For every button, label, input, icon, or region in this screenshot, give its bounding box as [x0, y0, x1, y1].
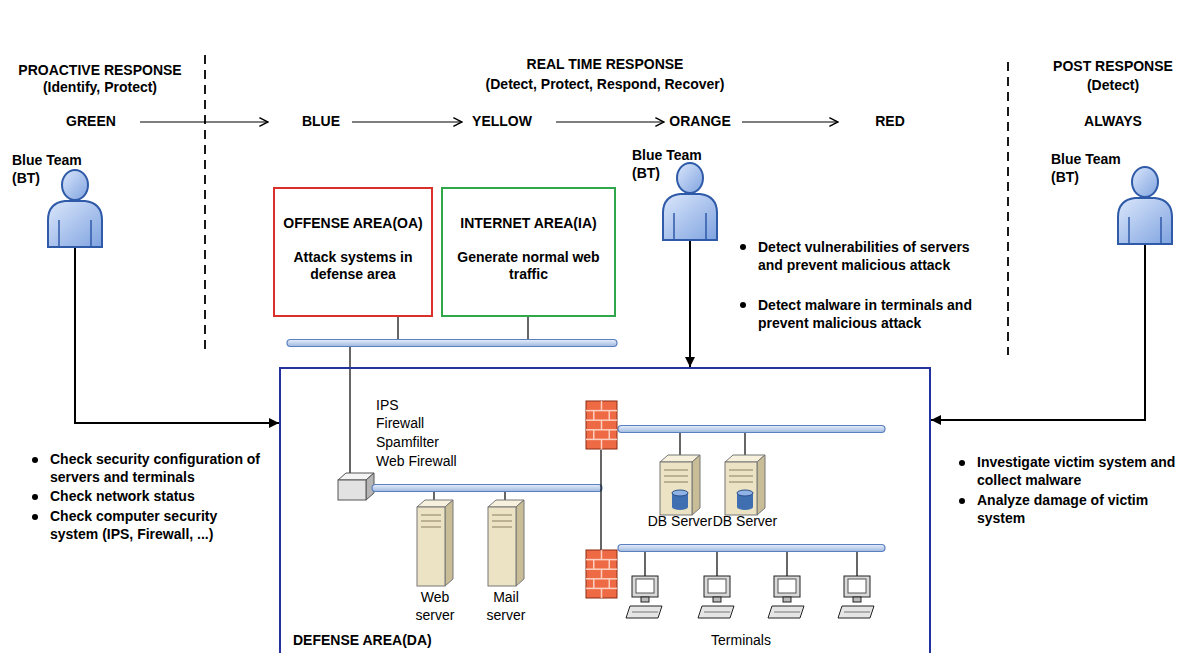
wire — [397, 317, 398, 340]
phase-divider — [1007, 62, 1009, 355]
component-label: Web server — [407, 589, 463, 624]
team-label: Blue Team (BT) — [632, 147, 712, 182]
component-label: Terminals — [711, 632, 771, 650]
bullet-item: Check computer security system (IPS, Fir… — [50, 508, 250, 543]
arrow-connector — [931, 245, 1145, 420]
level-arrow — [742, 121, 838, 122]
phase-heading: REAL TIME RESPONSE — [527, 56, 684, 74]
arrow-connector — [75, 248, 279, 423]
db-server-icon — [725, 455, 765, 515]
component-label: Web Firewall — [376, 453, 457, 471]
team-member: Blue Team (BT) — [1049, 149, 1181, 245]
alert-level: YELLOW — [472, 113, 532, 131]
bullet-item: Analyze damage of victim system — [977, 492, 1177, 527]
bullet-dot — [959, 460, 965, 466]
team-label: Blue Team (BT) — [12, 152, 92, 187]
wire — [856, 552, 857, 576]
component-label: DB Server — [713, 513, 778, 531]
person-icon — [45, 168, 105, 248]
area-box: INTERNET AREA(IA) Generate normal web tra… — [441, 187, 616, 317]
wire — [744, 433, 745, 456]
network-bus — [287, 340, 617, 347]
wire — [600, 450, 601, 550]
wire — [716, 552, 717, 576]
level-arrow — [352, 121, 462, 122]
phase-divider — [204, 55, 206, 355]
bullet-item: Check network status — [50, 488, 272, 506]
alert-level: BLUE — [302, 113, 340, 131]
alert-level: GREEN — [66, 113, 116, 131]
wire — [527, 317, 528, 340]
terminal-icon — [698, 576, 734, 618]
area-description: Generate normal web traffic — [451, 249, 606, 284]
network-bus — [618, 545, 885, 552]
phase-heading: (Detect) — [1087, 77, 1139, 95]
component-label: IPS — [376, 397, 399, 415]
terminal-icon — [768, 576, 804, 618]
wire — [644, 552, 645, 576]
phase-heading: (Detect, Protect, Respond, Recover) — [486, 76, 725, 94]
level-arrow — [556, 121, 664, 122]
person-icon — [660, 161, 720, 241]
terminal-icon — [626, 576, 662, 618]
bullet-item: Investigate victim system and collect ma… — [977, 454, 1177, 489]
bullet-dot — [32, 494, 38, 500]
server-icon — [417, 500, 453, 586]
alert-level: RED — [875, 113, 905, 131]
component-label: Spamfilter — [376, 434, 439, 452]
team-member: Blue Team (BT) — [630, 145, 730, 241]
bullet-dot — [32, 514, 38, 520]
phase-heading: (Identify, Protect) — [43, 79, 157, 97]
defense-region: DEFENSE AREA(DA) — [279, 367, 931, 653]
phase-heading: POST RESPONSE — [1053, 58, 1173, 76]
alert-level: ORANGE — [669, 113, 730, 131]
terminal-icon — [838, 576, 874, 618]
firewall-icon — [586, 401, 617, 449]
component-label: Firewall — [376, 415, 424, 433]
area-description: Attack systems in defense area — [283, 249, 423, 284]
network-bus — [618, 426, 885, 433]
region-title: DEFENSE AREA(DA) — [293, 632, 432, 650]
team-label: Blue Team (BT) — [1051, 151, 1131, 186]
firewall-icon — [586, 550, 617, 598]
arrow-connector — [689, 241, 691, 367]
level-arrow — [140, 121, 268, 122]
area-box: OFFENSE AREA(OA) Attack systems in defens… — [273, 187, 433, 317]
bullet-dot — [959, 498, 965, 504]
area-title: OFFENSE AREA(OA) — [283, 215, 423, 233]
db-server-icon — [660, 455, 700, 515]
bullet-dot — [740, 244, 746, 250]
alert-level: ALWAYS — [1084, 113, 1142, 131]
bullet-item: Check security configuration of servers … — [50, 451, 272, 486]
network-bus — [372, 485, 602, 492]
area-title: INTERNET AREA(IA) — [451, 215, 606, 233]
wire — [786, 552, 787, 576]
component-label: Mail server — [478, 589, 534, 624]
phase-heading: PROACTIVE RESPONSE — [18, 62, 181, 80]
bullet-item: Detect vulnerabilities of servers and pr… — [758, 238, 973, 275]
bullet-item: Detect malware in terminals and prevent … — [758, 296, 978, 333]
wire — [679, 433, 680, 456]
component-label: DB Server — [648, 513, 713, 531]
team-member: Blue Team (BT) — [10, 150, 110, 248]
bullet-dot — [32, 457, 38, 463]
bullet-dot — [740, 302, 746, 308]
person-icon — [1115, 165, 1175, 245]
server-icon — [488, 500, 524, 586]
ips-device-icon — [338, 473, 374, 500]
